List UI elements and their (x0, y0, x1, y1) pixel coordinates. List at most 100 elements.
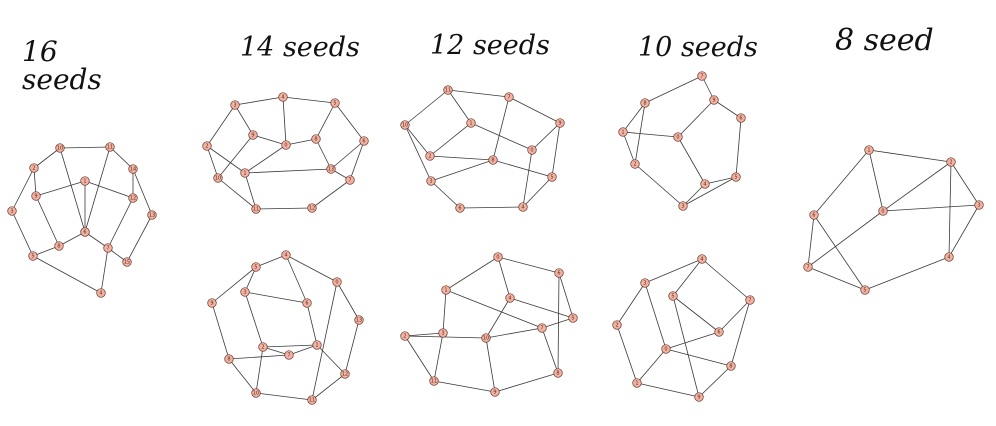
graph-node (726, 361, 736, 371)
graph-node-label: 11 (431, 378, 437, 384)
label-8-seed: 8 seed (835, 23, 934, 58)
graph-node (554, 268, 564, 278)
graph-edge (677, 136, 706, 185)
graph-node-label: 13 (356, 317, 362, 323)
graph-node (281, 250, 291, 260)
graph-node (251, 262, 261, 272)
graph-edge (868, 149, 884, 212)
graph-node (326, 164, 336, 174)
graph-node (697, 254, 707, 264)
graph-node-label: 9 (251, 132, 254, 138)
graph-edge (306, 302, 318, 346)
graph-edge (32, 255, 102, 294)
graph-edge (665, 348, 732, 367)
label-12-seeds: 12 seeds (430, 30, 550, 61)
graph-node (504, 92, 514, 102)
graph-edge (704, 176, 737, 185)
graph-edge (132, 168, 153, 216)
graph-edge (541, 317, 574, 329)
graph-node (96, 288, 106, 298)
graph-node (31, 191, 41, 201)
graph-edge (882, 161, 952, 212)
graph-node (340, 369, 350, 379)
graph-edge (107, 197, 134, 249)
graph-node (240, 168, 250, 178)
graph-edge (509, 297, 574, 319)
graph-node-label: 5 (254, 264, 257, 270)
graph-edge (84, 180, 134, 199)
graph-node-label: 0 (496, 254, 499, 260)
graph-node-label: 1 (315, 342, 318, 348)
graph-edge (59, 147, 86, 233)
graph-edge (84, 231, 109, 249)
graph-edge (255, 346, 264, 394)
graph-edge (234, 104, 254, 136)
graph-edge (211, 266, 257, 304)
graph-node (251, 388, 261, 398)
graph-node (490, 387, 500, 397)
graph-edge (622, 102, 646, 133)
graph-edge (217, 134, 254, 179)
graph-node (128, 164, 138, 174)
graph-edge (58, 231, 86, 247)
graph-node-label: 1 (867, 147, 870, 153)
graph-edge (522, 176, 553, 208)
graph-node (455, 203, 465, 213)
graph-edge (316, 344, 346, 375)
graph-node-label: 7 (806, 264, 809, 270)
graph-node-label: 0 (676, 134, 679, 140)
graph-g16-top: 1011214191201338671554 (7, 142, 157, 298)
graph-edge (255, 392, 313, 401)
graph-edge (255, 254, 287, 268)
graph-node-label: 4 (521, 204, 524, 210)
graph-node-label: 7 (348, 177, 351, 183)
graph-node-label: 9 (697, 394, 700, 400)
graph-node-label: 5 (571, 315, 574, 321)
graph-node (568, 313, 578, 323)
graph-node-label: 0 (664, 346, 667, 352)
graph-node (28, 251, 38, 261)
graph-node-label: 4 (700, 256, 703, 262)
graph-node-label: 6 (83, 229, 86, 235)
graph-edge (429, 155, 494, 161)
graph-node (481, 333, 491, 343)
graph-edge (33, 147, 61, 169)
graph-node (359, 136, 369, 146)
graph-node (466, 118, 476, 128)
graph-node (694, 392, 704, 402)
graph-node-label: 9 (558, 120, 561, 126)
graph-edge (404, 89, 449, 126)
graph-node (673, 132, 683, 142)
graph-edge (285, 138, 317, 146)
graph-edge (228, 354, 290, 360)
graph-edge (206, 104, 236, 147)
graph-node (80, 176, 90, 186)
graph-node (714, 327, 724, 337)
graph-edge (735, 117, 742, 178)
graph-edge (315, 102, 336, 140)
graph-node (640, 98, 650, 108)
graph-node-label: 13 (328, 166, 334, 172)
graph-edge (948, 161, 952, 258)
graph-node (860, 285, 870, 295)
graph-edge (404, 335, 487, 339)
graph-node-label: 7 (540, 325, 543, 331)
graph-node-label: 7 (748, 297, 751, 303)
graph-node (103, 243, 113, 253)
graph-edge (228, 358, 257, 394)
graph-node (527, 145, 537, 155)
graph-node (332, 277, 342, 287)
graph-node-label: 3 (429, 178, 432, 184)
graph-edge (206, 145, 246, 174)
graph-node-label: 10 (402, 122, 408, 128)
graph-edge (282, 96, 287, 146)
graph-edge (59, 146, 111, 149)
graph-node (29, 163, 39, 173)
graph-node-label: 2 (949, 159, 952, 165)
graph-node-label: 6 (362, 138, 365, 144)
